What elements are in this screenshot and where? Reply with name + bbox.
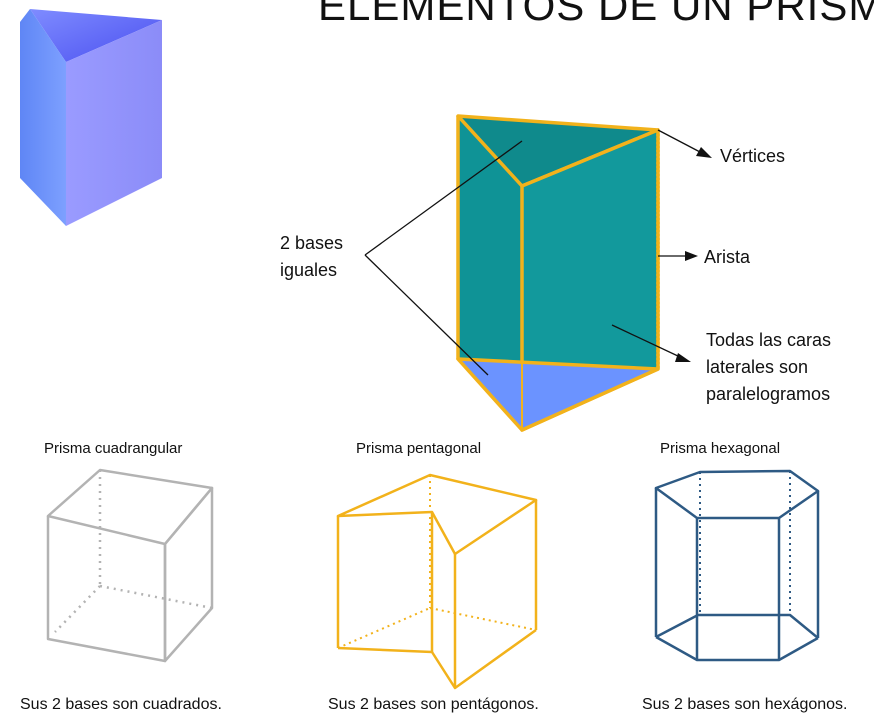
pentagon-top	[336, 473, 538, 556]
decor-top-face	[30, 9, 162, 62]
pentagon-bottom	[337, 628, 537, 690]
bases-pointer-bottom	[364, 254, 489, 376]
caras-arrowhead	[675, 353, 691, 362]
bases-pointer-top	[364, 140, 523, 256]
label-caras-line2: laterales son	[706, 357, 809, 377]
decor-left-face	[20, 9, 66, 226]
footer-hexagonal: Sus 2 bases son hexágonos.	[642, 696, 848, 713]
decorative-prism-icon	[20, 9, 162, 226]
pent-hidden-right	[429, 607, 537, 631]
arista-arrowhead	[685, 251, 698, 261]
vertices-pointer	[657, 129, 701, 153]
hexagon-bottom-back	[655, 613, 819, 639]
hexagon-bottom-front	[655, 635, 819, 662]
hexagon-top	[654, 469, 820, 520]
label-bases-line2: iguales	[280, 260, 338, 280]
label-caras-line3: paralelogramos	[706, 384, 831, 404]
bottom-base	[456, 357, 660, 432]
label-caras-line1: Todas las caras	[706, 330, 832, 350]
footer-cuadrangular: Sus 2 bases son cuadrados.	[20, 696, 222, 713]
label-arista: Arista	[704, 247, 751, 267]
caption-pentagonal: Prisma pentagonal	[356, 440, 482, 457]
caras-pointer	[611, 324, 681, 358]
footer-pentagonal: Sus 2 bases son pentágonos.	[328, 696, 539, 713]
label-bases-line1: 2 bases	[280, 233, 344, 253]
caption-cuadrangular: Prisma cuadrangular	[44, 440, 183, 457]
square-hidden-back	[99, 584, 213, 610]
page-title: ELEMENTOS DE UN PRISMA	[318, 0, 874, 29]
square-front-left	[46, 516, 167, 663]
vertices-arrowhead	[696, 147, 712, 158]
caption-hexagonal: Prisma hexagonal	[660, 440, 781, 457]
label-vertices: Vértices	[720, 146, 786, 166]
decor-right-face	[66, 20, 162, 226]
